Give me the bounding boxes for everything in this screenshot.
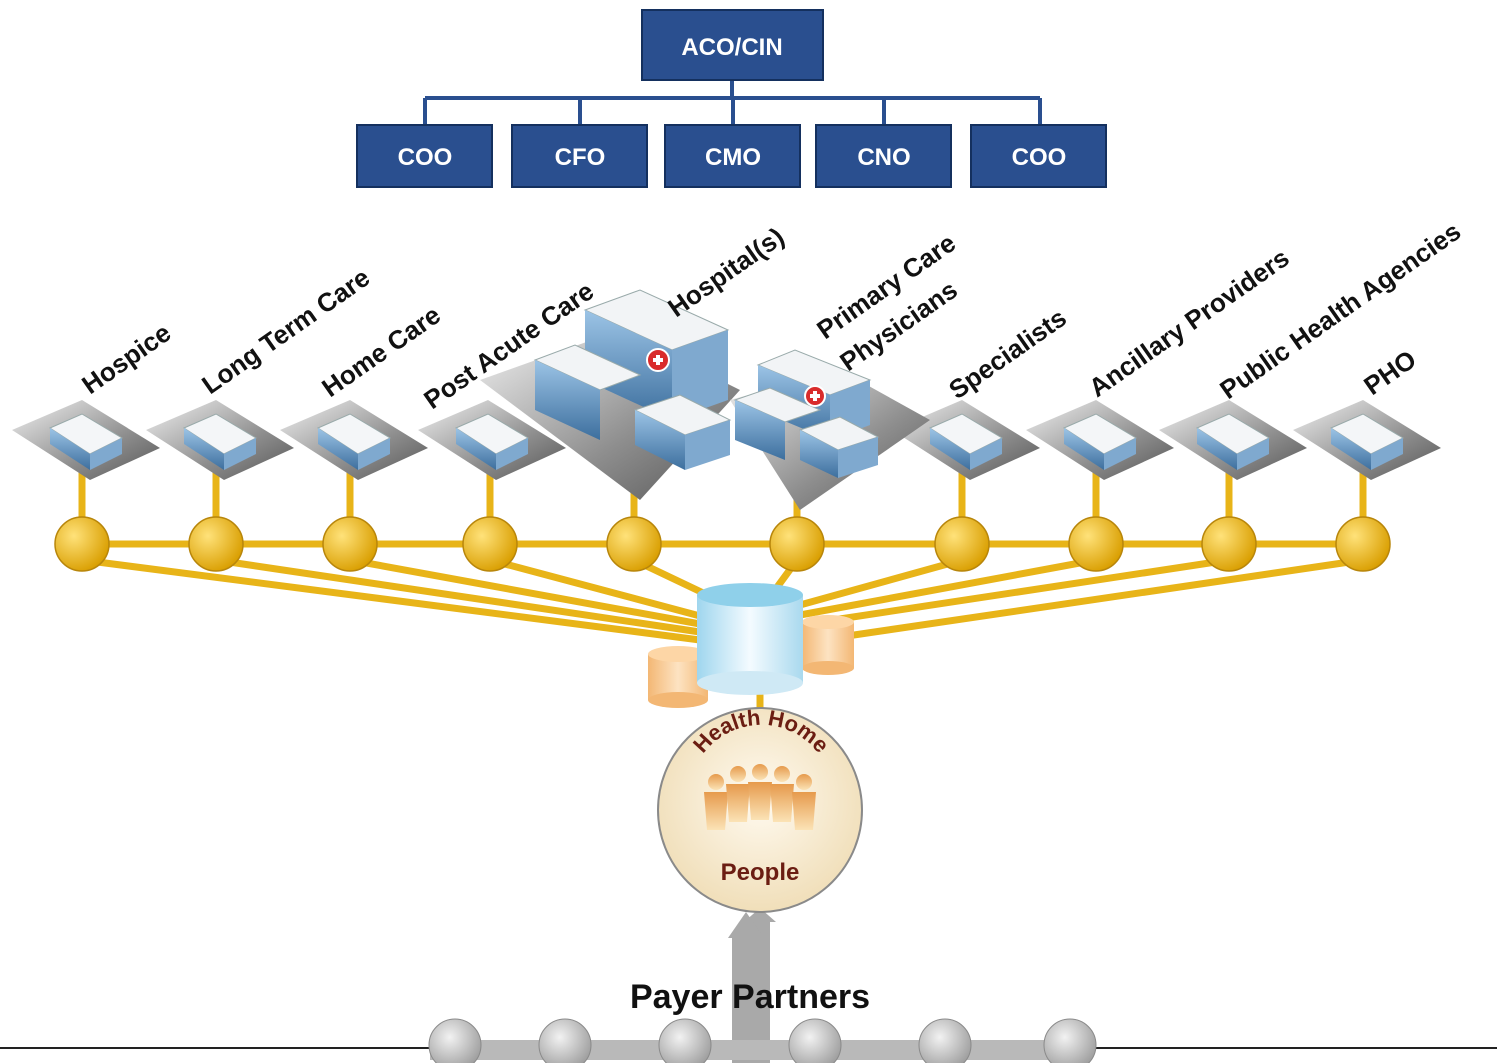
org-child-label: COO xyxy=(1012,144,1067,171)
payer-node xyxy=(918,1018,972,1063)
org-root-label: ACO/CIN xyxy=(681,34,782,61)
network-nodes xyxy=(54,516,1391,572)
org-root-box: ACO/CIN xyxy=(641,9,824,81)
health-home-people-label: People xyxy=(721,859,800,886)
database-small-right-icon xyxy=(802,615,854,675)
health-home: Health Home People xyxy=(657,705,863,913)
clinic-complex-icon xyxy=(730,349,930,510)
provider-label-specialists: Specialists xyxy=(943,302,1071,405)
org-child-box: COO xyxy=(970,124,1107,188)
network-node xyxy=(934,516,990,572)
org-child-box: CMO xyxy=(664,124,801,188)
payer-node xyxy=(658,1018,712,1063)
network-node xyxy=(1201,516,1257,572)
building-icon xyxy=(146,400,294,480)
provider-label-hospice: Hospice xyxy=(76,317,176,400)
building-icon xyxy=(418,400,566,480)
network-node xyxy=(188,516,244,572)
org-child-label: COO xyxy=(398,144,453,171)
building-icon xyxy=(1159,400,1307,480)
payer-partners-label: Payer Partners xyxy=(630,978,870,1016)
provider-label-hospitals: Hospital(s) xyxy=(662,221,789,323)
network-node xyxy=(1335,516,1391,572)
payer-section: Payer Partners xyxy=(0,908,1497,1063)
network-node xyxy=(1068,516,1124,572)
database-icon xyxy=(648,583,854,708)
org-child-box: CFO xyxy=(511,124,648,188)
org-chart: ACO/CIN COO CFO CMO CNO COO xyxy=(356,9,1107,188)
building-icon xyxy=(12,400,160,480)
provider-label-pho: PHO xyxy=(1358,344,1421,401)
payer-node xyxy=(428,1018,482,1063)
network-node xyxy=(606,516,662,572)
org-child-label: CMO xyxy=(705,144,761,171)
provider-buildings xyxy=(12,400,1441,480)
network-node xyxy=(54,516,110,572)
building-icon xyxy=(1026,400,1174,480)
payer-node xyxy=(1043,1018,1097,1063)
database-main-icon xyxy=(697,583,803,695)
people-icon xyxy=(704,764,816,830)
building-icon xyxy=(1293,400,1441,480)
building-icon xyxy=(280,400,428,480)
payer-node xyxy=(788,1018,842,1063)
org-connectors xyxy=(423,80,1042,125)
payer-node xyxy=(538,1018,592,1063)
org-child-box: COO xyxy=(356,124,493,188)
provider-label-public-health-agencies: Public Health Agencies xyxy=(1214,216,1466,405)
org-child-label: CFO xyxy=(555,144,606,171)
org-child-label: CNO xyxy=(857,144,910,171)
hospital-complex-icon xyxy=(480,289,740,500)
network-node xyxy=(769,516,825,572)
network-node xyxy=(322,516,378,572)
network-node xyxy=(462,516,518,572)
org-child-box: CNO xyxy=(815,124,952,188)
